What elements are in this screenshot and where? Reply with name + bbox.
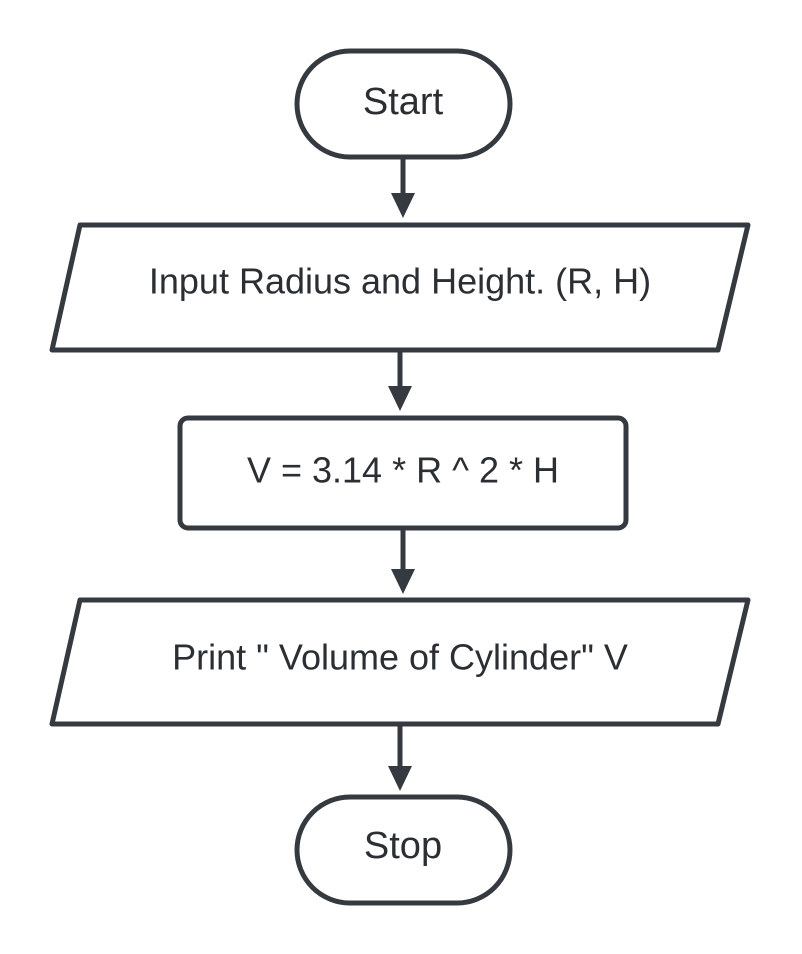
stop-node: Stop: [294, 794, 513, 906]
output-node: Print " Volume of Cylinder" V: [49, 597, 751, 727]
output-parallelogram-shape: [49, 597, 751, 727]
start-label: Start: [363, 81, 444, 123]
process-node: V = 3.14 * R ^ 2 * H: [177, 415, 629, 531]
stop-label: Stop: [364, 825, 442, 867]
input-parallelogram-shape: [49, 222, 751, 353]
stop-terminator-shape: [294, 794, 513, 906]
input-node: Input Radius and Height. (R, H): [49, 222, 751, 353]
process-rectangle-shape: [177, 415, 629, 531]
start-terminator-shape: [294, 48, 513, 160]
edge-start-to-input: [391, 158, 415, 218]
input-label: Input Radius and Height. (R, H): [149, 261, 651, 302]
process-label: V = 3.14 * R ^ 2 * H: [247, 450, 559, 491]
edge-process-to-output: [391, 528, 415, 594]
edge-input-to-process: [388, 350, 412, 411]
edge-output-to-stop: [388, 724, 412, 791]
start-node: Start: [294, 48, 513, 160]
output-label: Print " Volume of Cylinder" V: [172, 637, 628, 678]
